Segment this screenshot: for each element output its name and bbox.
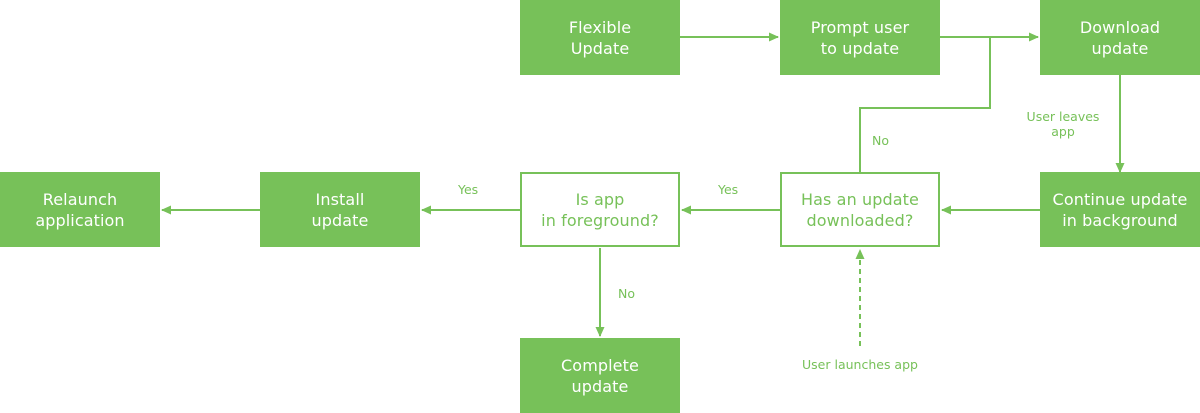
- node-install-update: Install update: [260, 172, 420, 247]
- node-prompt-user-label: Prompt user to update: [810, 17, 910, 58]
- edge-label-user-leaves-app: User leaves app: [1026, 109, 1100, 139]
- node-relaunch-application: Relaunch application: [0, 172, 160, 247]
- node-continue-update-label: Continue update in background: [1052, 189, 1188, 230]
- node-has-update-downloaded-label: Has an update downloaded?: [801, 189, 919, 230]
- edge-label-yes-install: Yes: [458, 182, 479, 197]
- node-download-update-label: Download update: [1079, 17, 1161, 58]
- edge-label-yes-foreground: Yes: [718, 182, 739, 197]
- node-flexible-update-label: Flexible Update: [568, 17, 632, 58]
- edge-label-no-complete: No: [618, 286, 635, 301]
- node-has-update-downloaded: Has an update downloaded?: [780, 172, 940, 247]
- node-continue-update: Continue update in background: [1040, 172, 1200, 247]
- node-install-update-label: Install update: [311, 189, 369, 230]
- node-prompt-user: Prompt user to update: [780, 0, 940, 75]
- edge-label-user-launches-app: User launches app: [802, 357, 918, 372]
- edge-label-no-download: No: [872, 133, 889, 148]
- node-is-app-in-foreground-label: Is app in foreground?: [541, 189, 659, 230]
- node-complete-update-label: Complete update: [561, 355, 639, 396]
- node-flexible-update: Flexible Update: [520, 0, 680, 75]
- node-relaunch-application-label: Relaunch application: [35, 189, 125, 230]
- node-is-app-in-foreground: Is app in foreground?: [520, 172, 680, 247]
- node-complete-update: Complete update: [520, 338, 680, 413]
- line-no-to-download: [859, 37, 991, 172]
- node-download-update: Download update: [1040, 0, 1200, 75]
